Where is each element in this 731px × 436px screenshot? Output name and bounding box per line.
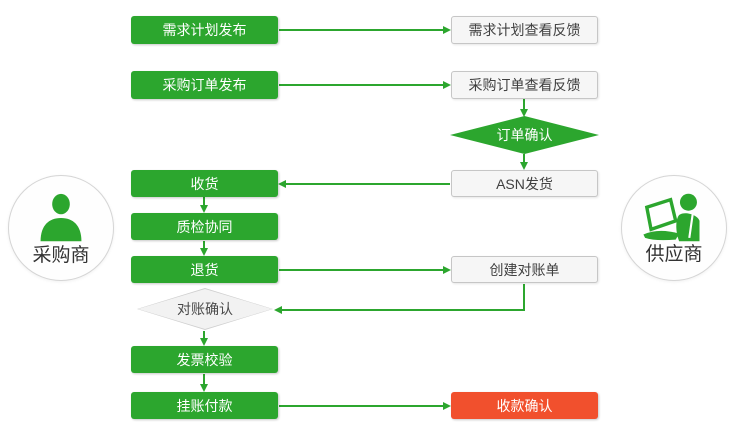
node-label: 采购订单查看反馈 [468,77,581,93]
node-label: 收款确认 [496,397,553,414]
node-label: 退货 [190,261,219,278]
node-receive-goods: 收货 [131,170,278,197]
arrowhead-icon [520,109,528,117]
arrowhead-icon [443,402,451,410]
node-book-payment: 挂账付款 [131,392,278,419]
node-quality-collab: 质检协同 [131,213,278,240]
arrowhead-icon [278,180,286,188]
node-order-confirm-diamond: 订单确认 [450,116,599,154]
arrowhead-icon [443,26,451,34]
node-po-publish: 采购订单发布 [131,71,278,99]
node-label: 订单确认 [496,127,553,143]
arrowhead-icon [200,248,208,256]
arrowhead-icon [200,205,208,213]
node-label: ASN发货 [496,175,553,192]
node-return-goods: 退货 [131,256,278,283]
node-statement-confirm-diamond: 对账确认 [137,288,273,330]
actor-buyer: 采购商 [8,175,114,281]
person-icon [40,193,82,241]
node-label: 对账确认 [177,301,233,317]
person-laptop-icon [643,193,700,242]
node-demand-plan-publish: 需求计划发布 [131,16,278,44]
node-receipt-confirm: 收款确认 [451,392,598,419]
node-label: 发票校验 [176,351,233,368]
node-label: 挂账付款 [176,397,233,414]
node-create-statement: 创建对账单 [451,256,598,283]
node-demand-plan-feedback: 需求计划查看反馈 [451,16,598,44]
arrowhead-icon [443,266,451,274]
arrowhead-icon [520,162,528,170]
arrow-statement-to-confirm-elbow [281,284,525,311]
node-asn-ship: ASN发货 [451,170,598,197]
node-invoice-check: 发票校验 [131,346,278,373]
arrowhead-icon [274,306,282,314]
node-label: 质检协同 [176,218,233,235]
actor-buyer-label: 采购商 [32,244,90,266]
node-label: 收货 [190,175,219,192]
node-label: 需求计划查看反馈 [468,22,581,38]
arrowhead-icon [200,338,208,346]
node-label: 创建对账单 [489,261,560,278]
arrowhead-icon [443,81,451,89]
arrowhead-icon [200,384,208,392]
node-label: 采购订单发布 [162,77,247,93]
actor-supplier-label: 供应商 [645,244,703,265]
actor-supplier: 供应商 [621,175,727,281]
node-label: 需求计划发布 [162,22,247,38]
node-po-feedback: 采购订单查看反馈 [451,71,598,99]
